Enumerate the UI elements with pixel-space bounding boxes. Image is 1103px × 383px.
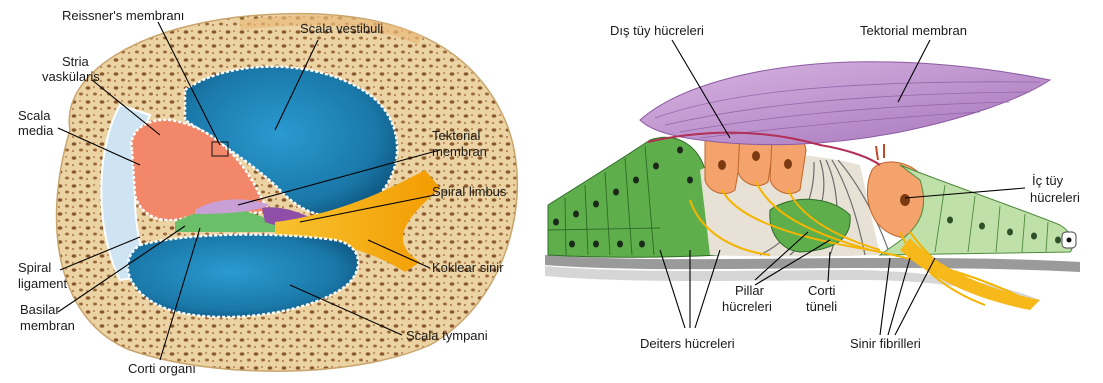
label-dis-tuy: Dış tüy hücreleri xyxy=(610,23,704,38)
label-basilar-1: Basilar xyxy=(20,302,60,317)
organ-of-corti-detail xyxy=(545,62,1080,310)
label-spiral-limbus: Spiral limbus xyxy=(432,184,507,199)
label-scala-vestibuli: Scala vestibuli xyxy=(300,21,383,36)
label-corti-organi: Corti organı xyxy=(128,361,196,376)
label-tektorial-membran: Tektorial membran xyxy=(860,23,967,38)
label-stria-2: vaskülaris xyxy=(42,69,100,84)
label-tektorial-1: Tektorial xyxy=(432,128,481,143)
label-stria-1: Stria xyxy=(62,54,90,69)
label-sinir: Sinir fibrilleri xyxy=(850,336,921,351)
label-ic-tuy-1: İç tüy xyxy=(1032,173,1064,188)
label-corti-1: Corti xyxy=(808,283,836,298)
label-spiral-ligament-2: ligament xyxy=(18,276,68,291)
label-corti-2: tüneli xyxy=(806,299,837,314)
label-koklear-sinir: Koklear sinir xyxy=(432,260,504,275)
label-basilar-2: membran xyxy=(20,318,75,333)
label-spiral-ligament-1: Spiral xyxy=(18,260,51,275)
label-scala-media-1: Scala xyxy=(18,108,51,123)
label-scala-tympani: Scala tympani xyxy=(406,328,488,343)
label-deiters: Deiters hücreleri xyxy=(640,336,735,351)
deiters-cell-block xyxy=(548,137,720,257)
label-tektorial-2: membran xyxy=(432,144,487,159)
label-ic-tuy-2: hücreleri xyxy=(1030,190,1080,205)
label-pillar-1: Pillar xyxy=(735,283,765,298)
label-pillar-2: hücreleri xyxy=(722,299,772,314)
tectorial-membrane xyxy=(640,62,1050,145)
label-scala-media-2: media xyxy=(18,123,54,138)
label-reissner: Reissner's membranı xyxy=(62,8,184,23)
